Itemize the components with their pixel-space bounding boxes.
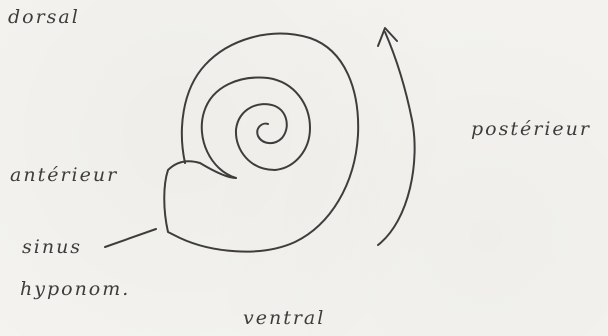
shell-inner-coil [236,104,287,170]
label-posterior: postérieur [471,118,591,140]
label-anterior: antérieur [10,164,118,186]
posterior-arrow-shaft [378,32,415,245]
sinus-pointer-line [105,229,156,247]
shell-middle-whorl [202,78,310,178]
shell-outer-whorl [164,34,358,252]
label-hyponom: hyponom. [20,278,130,300]
label-dorsal: dorsal [8,6,80,28]
label-ventral: ventral [243,307,325,329]
label-sinus: sinus [22,236,82,258]
